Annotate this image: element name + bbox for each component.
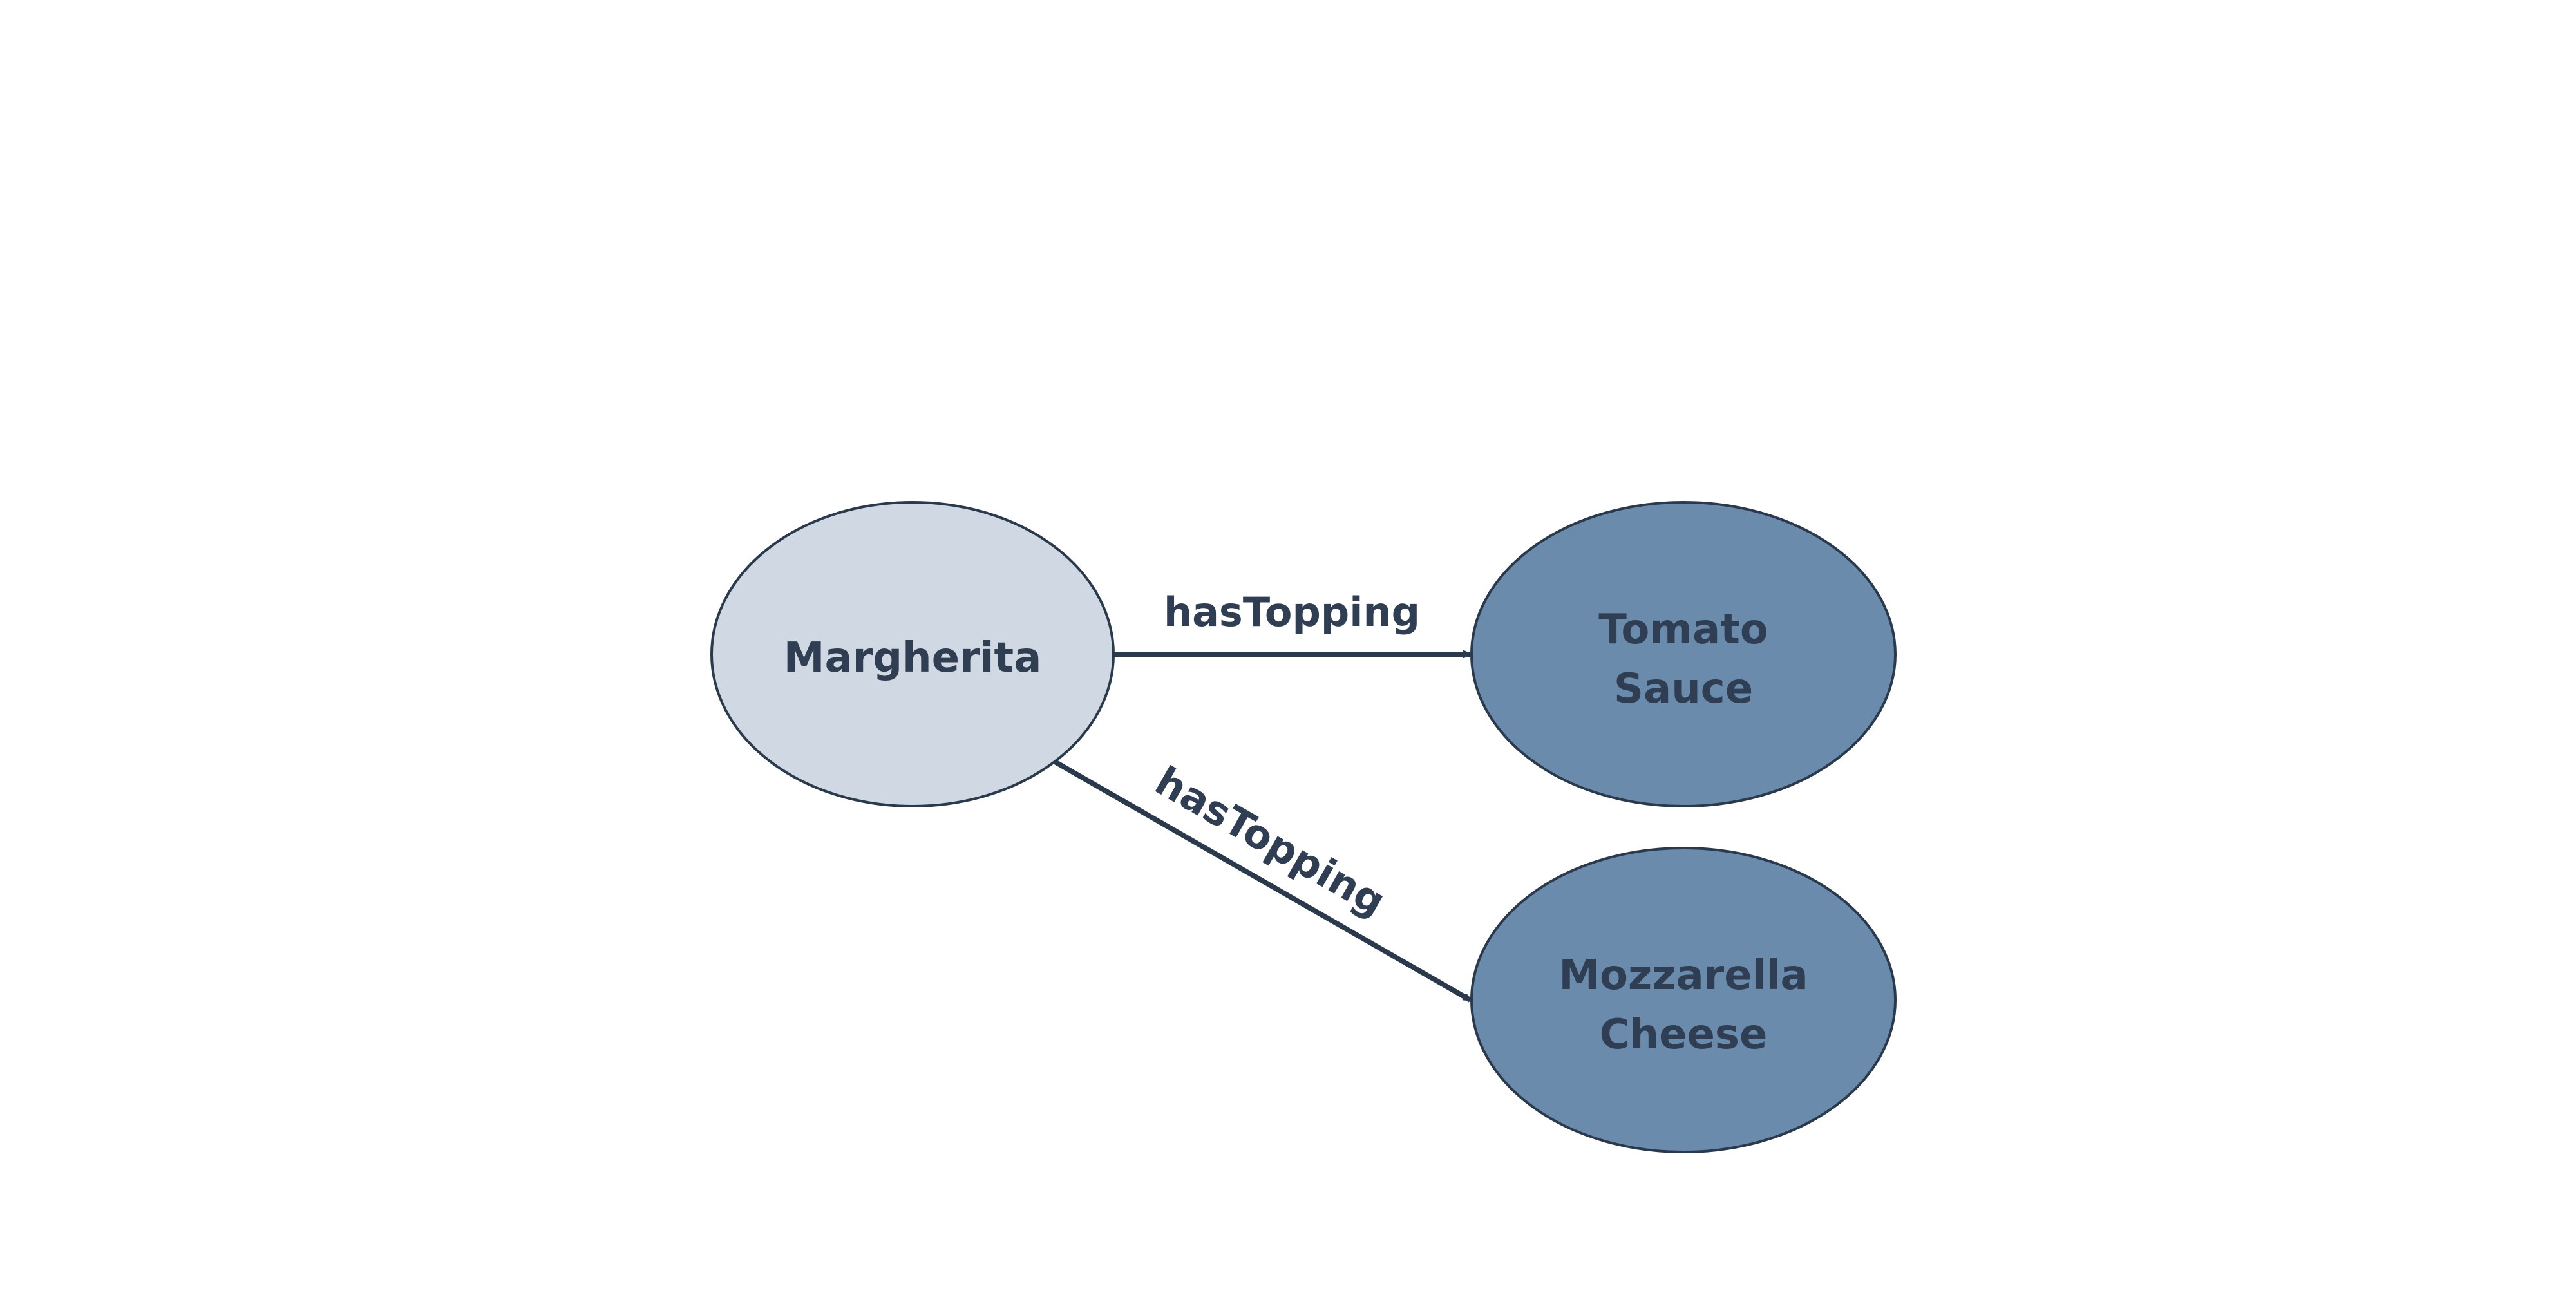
- node-label-tomato-sauce-line-2: Sauce: [1614, 665, 1753, 713]
- node-label-mozzarella-cheese-line-1: Mozzarella: [1558, 952, 1808, 999]
- node-mozzarella-cheese: [1470, 847, 1897, 1153]
- node-label-margherita: Margherita: [784, 634, 1042, 682]
- node-tomato-sauce: [1470, 501, 1897, 807]
- node-margherita: [710, 501, 1115, 807]
- node-label-mozzarella-cheese-line-2: Cheese: [1600, 1011, 1768, 1059]
- edge-line-margherita-to-mozzarella-cheese: [1054, 759, 1472, 1003]
- node-label-tomato-sauce-line-1: Tomato: [1598, 606, 1768, 654]
- edge-label-has-topping-mozzarella-cheese: hasTopping: [1148, 757, 1394, 925]
- edge-label-has-topping-tomato-sauce: hasTopping: [1164, 589, 1420, 636]
